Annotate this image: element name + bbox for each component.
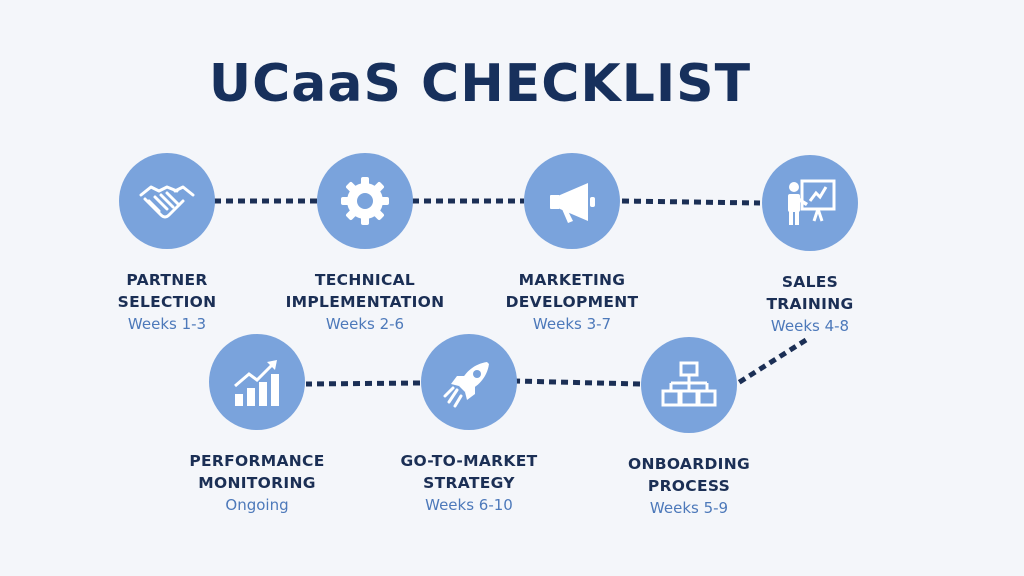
step-timing: Weeks 5-9 xyxy=(649,499,729,517)
step-timing: Weeks 6-10 xyxy=(425,496,513,514)
step-title-line2: PROCESS xyxy=(647,477,731,495)
megaphone-icon xyxy=(524,153,620,249)
step-marketing-development: MARKETING DEVELOPMENT Weeks 3-7 xyxy=(472,153,672,333)
step-title-line1: SALES xyxy=(781,273,839,291)
gear-icon xyxy=(317,153,413,249)
hierarchy-icon xyxy=(641,337,737,433)
step-title-line2: TRAINING xyxy=(766,295,854,313)
growth-chart-icon xyxy=(209,334,305,430)
step-title-line2: MONITORING xyxy=(198,474,316,492)
connector-4-5 xyxy=(736,337,808,386)
step-title-line2: IMPLEMENTATION xyxy=(285,293,445,311)
step-title-line1: PERFORMANCE xyxy=(189,452,325,470)
step-title-line2: STRATEGY xyxy=(423,474,515,492)
step-sales-training: SALES TRAINING Weeks 4-8 xyxy=(710,155,910,335)
step-timing: Weeks 1-3 xyxy=(127,315,207,333)
step-go-to-market-strategy: GO-TO-MARKET STRATEGY Weeks 6-10 xyxy=(369,334,569,514)
step-timing: Weeks 2-6 xyxy=(325,315,405,333)
step-title-line1: TECHNICAL xyxy=(314,271,416,289)
step-title-line2: SELECTION xyxy=(117,293,217,311)
step-partner-selection: PARTNER SELECTION Weeks 1-3 xyxy=(67,153,267,333)
page-title: UCaaS CHECKLIST xyxy=(208,54,752,114)
step-timing: Weeks 4-8 xyxy=(770,317,850,335)
step-title-line2: DEVELOPMENT xyxy=(505,293,639,311)
connector-5-6 xyxy=(513,378,641,387)
step-title-line1: GO-TO-MARKET xyxy=(400,452,538,470)
step-timing: Weeks 3-7 xyxy=(532,315,612,333)
step-title-line1: PARTNER xyxy=(126,271,208,289)
handshake-icon xyxy=(119,153,215,249)
step-technical-implementation: TECHNICAL IMPLEMENTATION Weeks 2-6 xyxy=(265,153,465,333)
step-title-line1: MARKETING xyxy=(518,271,626,289)
rocket-icon xyxy=(421,334,517,430)
presentation-icon xyxy=(762,155,858,251)
step-title-line1: ONBOARDING xyxy=(628,455,750,473)
step-onboarding-process: ONBOARDING PROCESS Weeks 5-9 xyxy=(589,337,789,517)
step-timing: Ongoing xyxy=(225,496,289,514)
step-performance-monitoring: PERFORMANCE MONITORING Ongoing xyxy=(157,334,357,514)
